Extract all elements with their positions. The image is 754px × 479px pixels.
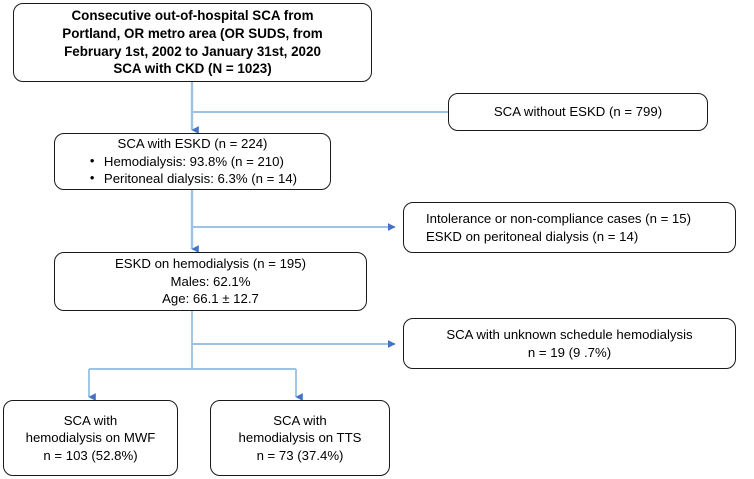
source-cohort-line-3: February 1st, 2002 to January 31st, 2020 [64, 43, 321, 59]
with-eskd-bullet-2: Peritoneal dialysis: 6.3% (n = 14) [88, 169, 297, 187]
hemodialysis-mwf-line-1: SCA with [63, 412, 118, 428]
with-eskd-bullet-list: Hemodialysis: 93.8% (n = 210) Peritoneal… [88, 152, 297, 188]
excluded-intolerance-line-1: Intolerance or non-compliance cases (n =… [426, 211, 691, 227]
hemodialysis-tts-line-2: hemodialysis on TTS [238, 430, 362, 446]
node-hemodialysis-mwf: SCA with hemodialysis on MWF n = 103 (52… [3, 400, 178, 476]
node-with-eskd: SCA with ESKD (n = 224) Hemodialysis: 93… [54, 133, 331, 190]
excluded-without-eskd-line-1: SCA without ESKD (n = 799) [493, 104, 663, 120]
hemodialysis-tts-line-3: n = 73 (37.4%) [256, 447, 344, 463]
with-eskd-bullet-1: Hemodialysis: 93.8% (n = 210) [88, 152, 297, 170]
hemodialysis-mwf-line-2: hemodialysis on MWF [25, 430, 156, 446]
node-source-cohort: Consecutive out-of-hospital SCA from Por… [13, 3, 372, 82]
node-hemodialysis-tts: SCA with hemodialysis on TTS n = 73 (37.… [210, 400, 390, 476]
eskd-hemodialysis-line-1: ESKD on hemodialysis (n = 195) [115, 256, 306, 272]
with-eskd-heading: SCA with ESKD (n = 224) [117, 136, 268, 152]
source-cohort-line-1: Consecutive out-of-hospital SCA from [71, 8, 314, 24]
source-cohort-line-2: Portland, OR metro area (OR SUDS, from [62, 25, 323, 41]
source-cohort-line-4: SCA with CKD (N = 1023) [113, 61, 272, 77]
excluded-unknown-schedule-line-2: n = 19 (9 .7%) [527, 344, 612, 360]
excluded-unknown-schedule-line-1: SCA with unknown schedule hemodialysis [446, 327, 693, 343]
eskd-hemodialysis-line-3: Age: 66.1 ± 12.7 [162, 291, 259, 307]
node-excluded-without-eskd: SCA without ESKD (n = 799) [448, 93, 708, 131]
eskd-hemodialysis-line-2: Males: 62.1% [170, 273, 251, 289]
node-eskd-hemodialysis: ESKD on hemodialysis (n = 195) Males: 62… [54, 252, 367, 311]
hemodialysis-tts-line-1: SCA with [273, 412, 327, 428]
excluded-intolerance-line-2: ESKD on peritoneal dialysis (n = 14) [426, 228, 639, 244]
with-eskd-bullet-wrap: Hemodialysis: 93.8% (n = 210) Peritoneal… [61, 152, 324, 188]
node-excluded-unknown-schedule: SCA with unknown schedule hemodialysis n… [403, 318, 736, 369]
hemodialysis-mwf-line-3: n = 103 (52.8%) [43, 447, 138, 463]
node-excluded-intolerance: Intolerance or non-compliance cases (n =… [403, 202, 736, 253]
